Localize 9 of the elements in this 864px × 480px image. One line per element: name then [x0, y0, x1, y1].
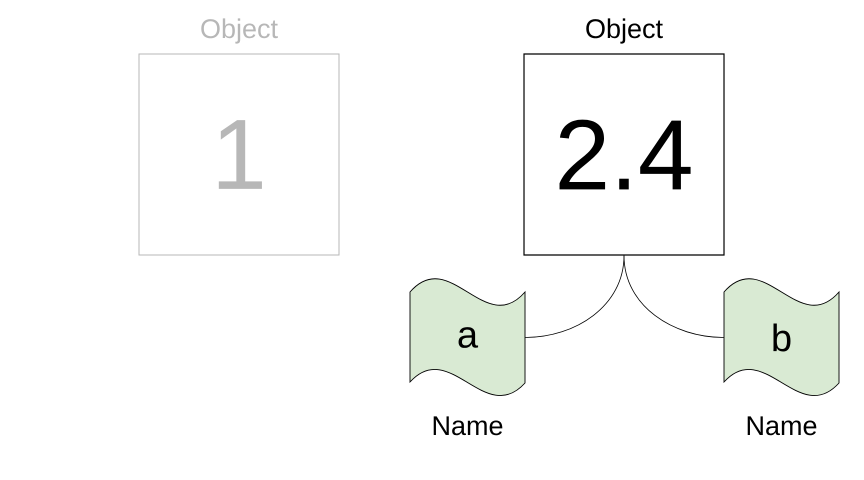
value-box: 1	[138, 54, 340, 256]
wavy-flag: a	[410, 278, 526, 396]
curved-connector	[624, 255, 724, 338]
caption-label: Name	[748, 416, 816, 436]
value-box: 2.4	[523, 53, 725, 256]
caption-label: Name	[434, 416, 502, 436]
heading-label: Object	[586, 18, 663, 44]
wavy-flag: b	[724, 278, 840, 396]
heading-label: Object	[201, 18, 278, 44]
